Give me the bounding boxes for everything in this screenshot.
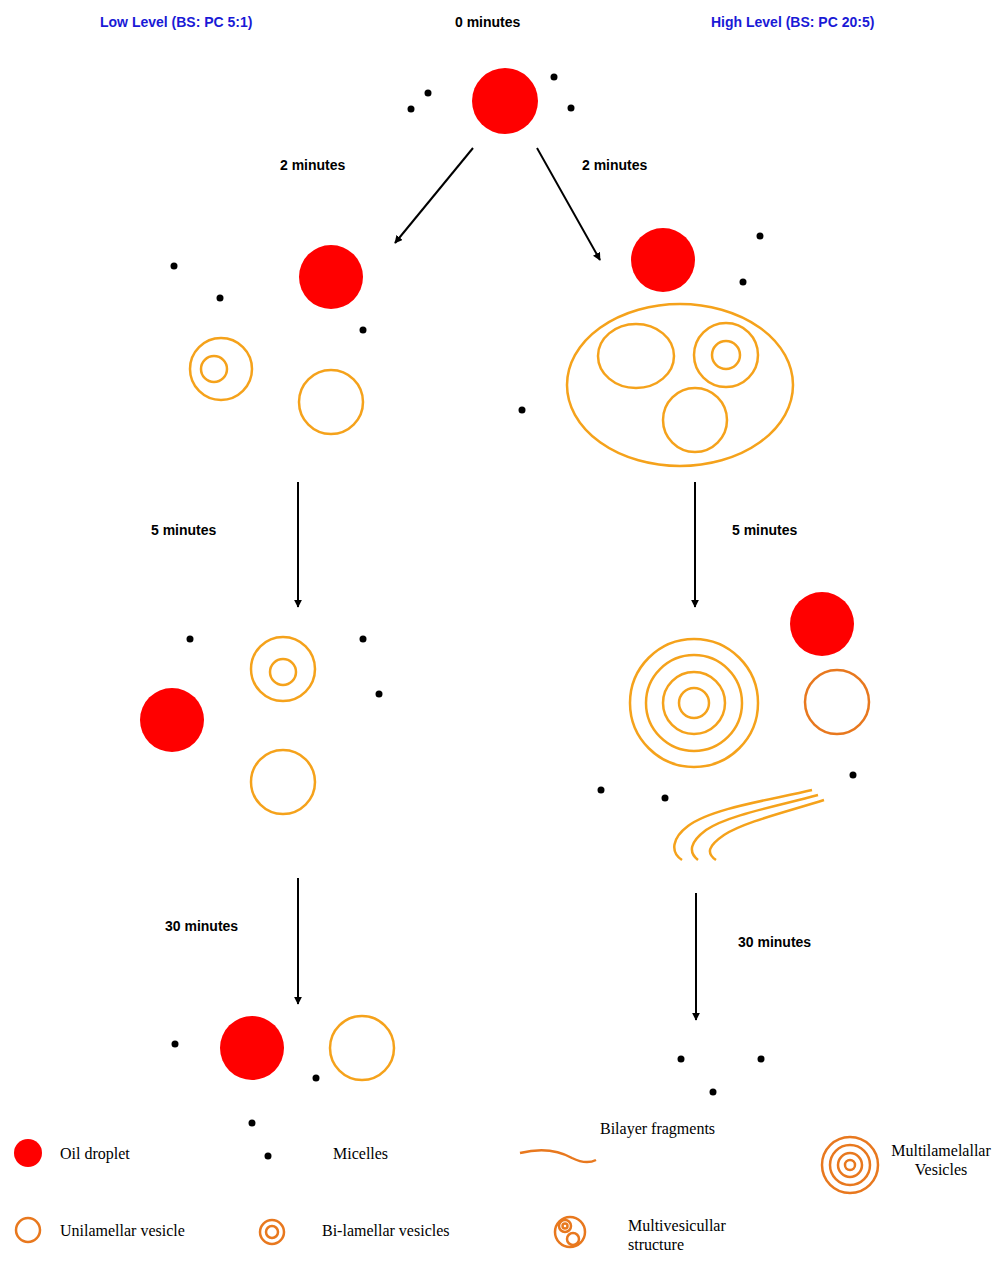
time-label: 0 minutes [455,14,520,31]
legend-text: Multilamelallar Vesicles [887,1141,995,1179]
time-label: 30 minutes [165,918,238,935]
time-label: 5 minutes [732,522,797,539]
legend-text: Unilamellar vesicle [60,1221,185,1240]
time-label: 30 minutes [738,934,811,951]
series-heading: Low Level (BS: PC 5:1) [100,14,252,31]
time-label: 2 minutes [280,157,345,174]
legend-text: Oil droplet [60,1144,130,1163]
legend-swatch [14,1139,42,1167]
legend-text: Multivesicullar structure [628,1216,740,1254]
series-heading: High Level (BS: PC 20:5) [711,14,874,31]
legend-text: Bi-lamellar vesicles [322,1221,450,1240]
legend-text: Bilayer fragments [600,1119,715,1138]
time-label: 2 minutes [582,157,647,174]
time-label: 5 minutes [151,522,216,539]
legend-text: Micelles [333,1144,388,1163]
